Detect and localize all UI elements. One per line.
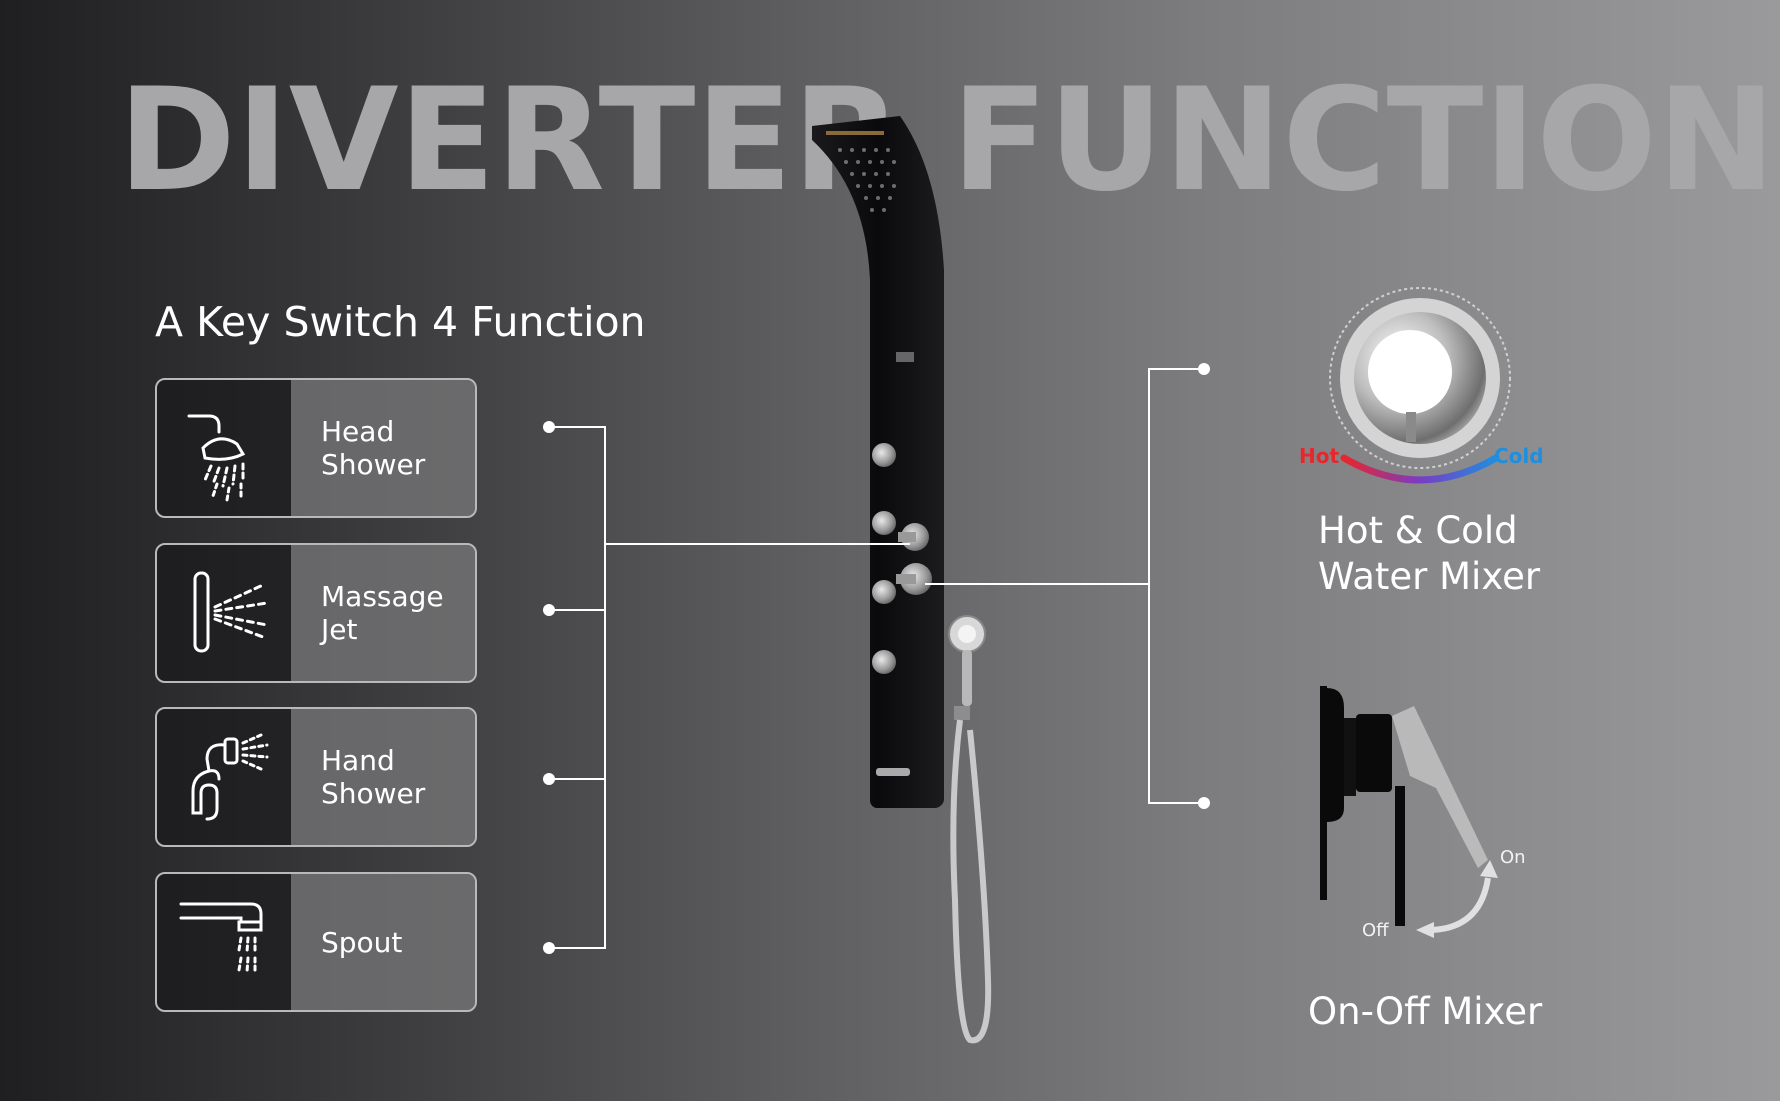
connector-line <box>1148 368 1150 803</box>
function-label: Hand Shower <box>291 709 475 845</box>
on-off-mixer-title: On-Off Mixer <box>1308 990 1543 1033</box>
connector-line <box>549 426 605 428</box>
connector-line <box>549 778 605 780</box>
connector-line <box>605 543 910 545</box>
function-card-spout: Spout <box>155 872 477 1012</box>
connector-dot <box>1198 797 1210 809</box>
connector-dot <box>1198 363 1210 375</box>
spout-icon <box>157 874 291 1010</box>
connector-line <box>925 583 1149 585</box>
connector-line <box>1148 368 1202 370</box>
function-label: Head Shower <box>291 380 475 516</box>
off-label: Off <box>1362 920 1389 941</box>
on-label: On <box>1500 847 1526 868</box>
function-label: Spout <box>291 874 475 1010</box>
head-shower-icon <box>157 380 291 516</box>
connector-line <box>549 609 605 611</box>
connector-line <box>549 947 605 949</box>
on-off-mixer-icon <box>1320 686 1498 938</box>
function-label: Massage Jet <box>291 545 475 681</box>
section-subtitle: A Key Switch 4 Function <box>155 298 646 346</box>
hot-label: Hot <box>1299 444 1340 468</box>
function-card-massage-jet: Massage Jet <box>155 543 477 683</box>
cold-label: Cold <box>1494 444 1544 468</box>
headline: DIVERTER FUNCTION <box>118 58 1776 223</box>
hot-cold-mixer-icon <box>1329 287 1511 484</box>
connector-line <box>1148 802 1202 804</box>
connector-line <box>604 426 606 949</box>
hot-cold-mixer-title: Hot & Cold Water Mixer <box>1318 509 1541 598</box>
function-card-hand-shower: Hand Shower <box>155 707 477 847</box>
hand-shower-icon <box>157 709 291 845</box>
massage-jet-icon <box>157 545 291 681</box>
function-card-head-shower: Head Shower <box>155 378 477 518</box>
